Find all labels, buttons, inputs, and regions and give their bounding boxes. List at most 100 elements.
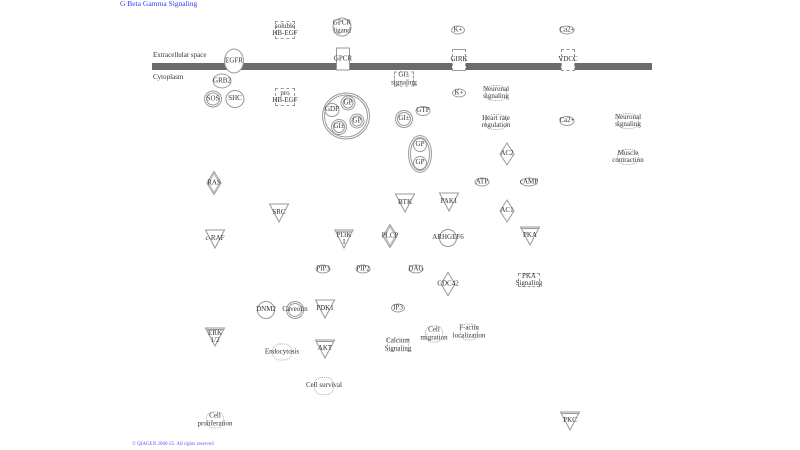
node-g-alpha[interactable]: GI±	[331, 119, 347, 135]
node-k-cytoplasm[interactable]: K+	[452, 88, 466, 98]
node-g-gamma[interactable]: GP	[349, 113, 365, 129]
node-label: GP	[343, 98, 353, 107]
node-label: signaling	[483, 92, 509, 100]
diamond-icon	[441, 273, 455, 296]
node-src[interactable]: SRC	[270, 204, 289, 222]
pathway-title[interactable]: G Beta Gamma Signaling	[120, 0, 198, 8]
node-pdk1[interactable]: PDK1	[316, 300, 335, 318]
node-label: 1/2	[210, 336, 220, 344]
node-label: PIP2	[356, 264, 370, 273]
node-g-beta[interactable]: GP	[340, 95, 356, 111]
node-gpcr[interactable]: GPCR	[333, 47, 353, 71]
node-gdp[interactable]: GDP	[324, 103, 340, 117]
node-pip3[interactable]: PIP3	[315, 264, 331, 274]
node-label: BTK	[398, 198, 412, 207]
node-grb2[interactable]: GRB2	[212, 73, 232, 89]
node-ip3[interactable]: IP3	[391, 303, 405, 313]
node-dnm2[interactable]: DNM2	[256, 301, 276, 319]
node-label: ligand	[333, 26, 351, 34]
node-btk[interactable]: BTK	[396, 194, 415, 212]
node-label: PI3K	[336, 230, 352, 239]
node-pip2[interactable]: PIP2	[355, 264, 371, 274]
node-label: localization	[452, 331, 486, 339]
node-label: PLCP	[381, 231, 399, 240]
node-label: GDP	[325, 105, 340, 114]
node-label: signaling	[615, 120, 641, 128]
node-pak1[interactable]: PAK1	[440, 193, 459, 211]
node-label: GP	[415, 158, 425, 167]
node-label: Ca2+	[559, 25, 575, 34]
node-label: GI±	[398, 114, 410, 123]
node-label: regulation	[481, 121, 511, 129]
triangle-icon	[206, 230, 225, 248]
node-pka[interactable]: PKA	[521, 227, 540, 245]
node-dag[interactable]: DAG	[408, 264, 424, 274]
node-cdc42[interactable]: CDC42	[437, 273, 459, 296]
node-ac1[interactable]: AC1	[500, 200, 514, 222]
diamond-icon	[500, 143, 514, 165]
node-caveolin[interactable]: Caveolin	[282, 301, 308, 319]
node-ca-extracellular[interactable]: Ca2+	[559, 25, 575, 35]
node-ras[interactable]: RAS	[207, 172, 221, 195]
node-pkc[interactable]: PKC	[561, 412, 580, 430]
triangle-icon	[521, 227, 540, 245]
node-label: Signaling	[384, 344, 412, 352]
node-k-extracellular[interactable]: K+	[451, 25, 465, 35]
node-label: PKA	[521, 271, 536, 280]
node-plcb[interactable]: PLCP	[381, 225, 399, 248]
node-label: F-actin	[459, 323, 479, 332]
node-label: GTP	[416, 106, 430, 115]
node-g-beta-sub[interactable]: GP	[413, 138, 427, 152]
node-gtp[interactable]: GTP	[415, 106, 431, 116]
node-label: HB-EGF	[272, 29, 298, 37]
node-egfr[interactable]: EGFR	[224, 48, 244, 74]
node-g-alpha-active[interactable]: GI±	[395, 110, 413, 128]
node-label: AC2	[500, 149, 514, 158]
triangle-icon	[396, 194, 415, 212]
node-cell-survival[interactable]: Cell survival	[306, 377, 342, 395]
diamond-icon	[383, 225, 397, 248]
node-girk[interactable]: GIRK	[450, 49, 468, 71]
node-ca-cytoplasm[interactable]: Ca2+	[559, 116, 575, 126]
node-endocytosis[interactable]: Endocytosis	[265, 343, 299, 361]
node-label: Cell survival	[306, 381, 342, 390]
node-label: migration	[420, 333, 448, 341]
node-label: PAK1	[440, 197, 458, 206]
node-sos[interactable]: SOS	[204, 90, 222, 108]
node-shc[interactable]: SHC	[225, 90, 245, 108]
node-vdcc[interactable]: VDCC	[558, 49, 578, 71]
node-label: HB-EGF	[272, 96, 298, 104]
node-ac2[interactable]: AC2	[500, 143, 514, 165]
node-atp[interactable]: ATP	[474, 177, 490, 187]
node-c-raf[interactable]: c-RAF	[206, 230, 225, 248]
node-label: AC1	[500, 206, 514, 215]
node-label: K+	[454, 88, 464, 97]
triangle-icon	[440, 193, 459, 211]
node-label: PKA	[522, 231, 537, 240]
node-g-alpha-signaling[interactable]: GI±signaling	[391, 71, 417, 87]
node-akt[interactable]: AKT	[316, 340, 335, 358]
node-arhgef6[interactable]: ARHGEF6	[432, 229, 464, 247]
node-label: GPCR	[333, 54, 353, 63]
node-g-gamma-sub[interactable]: GP	[413, 156, 427, 170]
node-camp[interactable]: cAMP	[520, 177, 538, 187]
node-label: ARHGEF6	[432, 233, 464, 242]
node-label: PKC	[563, 416, 577, 425]
triangle-icon	[270, 204, 289, 222]
diamond-icon	[500, 200, 514, 222]
extracellular-label: Extracellular space	[153, 51, 207, 59]
